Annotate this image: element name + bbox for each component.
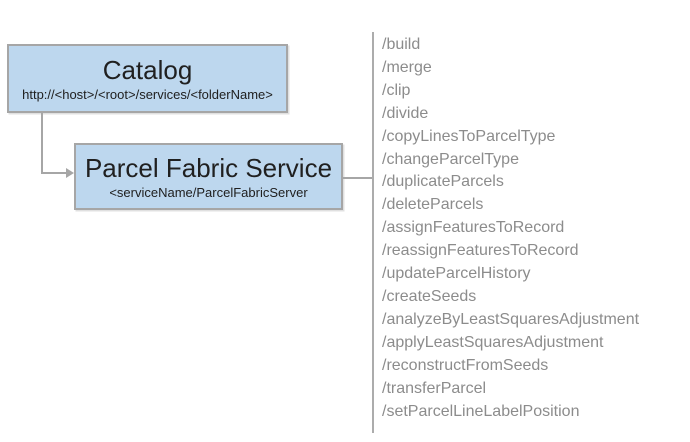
catalog-subtitle: http://<host>/<root>/services/<folderNam… (22, 86, 273, 102)
service-to-endpoints-connector (343, 177, 372, 179)
catalog-node: Catalog http://<host>/<root>/services/<f… (7, 44, 288, 113)
arrow-catalog-to-service-vertical-segment (41, 113, 43, 173)
endpoint-item: /reassignFeaturesToRecord (382, 242, 579, 260)
service-subtitle: <serviceName/ParcelFabricServer (109, 184, 308, 200)
endpoint-item: /analyzeByLeastSquaresAdjustment (382, 310, 640, 328)
endpoint-item: /clip (382, 81, 411, 99)
endpoint-item: /duplicateParcels (382, 173, 504, 191)
endpoint-item: /copyLinesToParcelType (382, 127, 556, 145)
endpoint-item: /setParcelLineLabelPosition (382, 402, 580, 420)
endpoint-list: /build /merge /clip /divide /copyLinesTo… (382, 34, 639, 423)
endpoint-item: /transferParcel (382, 379, 487, 397)
parcel-fabric-service-node: Parcel Fabric Service <serviceName/Parce… (74, 143, 343, 210)
endpoint-item: /applyLeastSquaresAdjustment (382, 333, 604, 351)
endpoint-item: /divide (382, 104, 429, 122)
endpoint-item: /reconstructFromSeeds (382, 356, 549, 374)
endpoint-item: /assignFeaturesToRecord (382, 219, 565, 237)
arrow-catalog-to-service-horizontal-segment (41, 172, 66, 174)
endpoint-item: /createSeeds (382, 287, 477, 305)
endpoint-list-divider (372, 32, 374, 433)
service-title: Parcel Fabric Service (84, 152, 333, 183)
catalog-title: Catalog (102, 54, 193, 85)
endpoint-item: /build (382, 36, 421, 53)
endpoint-item: /changeParcelType (382, 150, 519, 168)
arrowhead-icon (66, 168, 74, 178)
endpoint-item: /updateParcelHistory (382, 265, 531, 283)
endpoint-item: /deleteParcels (382, 196, 484, 214)
endpoint-item: /merge (382, 58, 432, 76)
